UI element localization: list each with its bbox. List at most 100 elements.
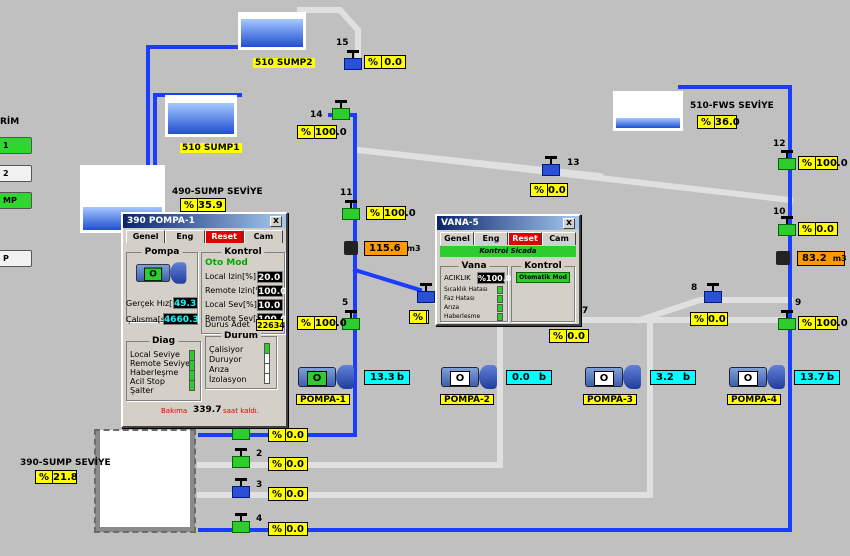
valve-12-number: 12 bbox=[773, 139, 786, 149]
remote-sev-label: Remote Sev[%] bbox=[205, 314, 267, 323]
local-izin-label: Local Izin[%] bbox=[205, 272, 256, 281]
vana-led bbox=[497, 286, 503, 294]
speed-label: Gerçek Hız[Hz] bbox=[126, 299, 186, 308]
valve-3-value: %0.0 bbox=[268, 487, 308, 501]
valve-8[interactable] bbox=[702, 283, 724, 305]
reset-button[interactable]: Reset bbox=[204, 230, 244, 243]
sidebar-button-4[interactable]: P bbox=[0, 250, 32, 267]
close-icon[interactable]: x bbox=[563, 217, 575, 229]
tank-510-sump1 bbox=[165, 95, 237, 137]
reset-button[interactable]: Reset bbox=[508, 232, 542, 245]
bakim-value: 339.7 bbox=[193, 405, 222, 415]
valve-9[interactable] bbox=[776, 310, 798, 332]
bakim-label: Bakıma bbox=[161, 407, 188, 415]
mode-text: Oto Mod bbox=[205, 258, 248, 268]
valve-14-number: 14 bbox=[310, 110, 323, 120]
valve-2[interactable] bbox=[230, 448, 252, 470]
valve-14[interactable] bbox=[330, 100, 352, 122]
pump-1[interactable]: O bbox=[298, 365, 358, 389]
valve-15-number: 15 bbox=[336, 38, 349, 48]
valve-13-value: %0.0 bbox=[530, 183, 568, 197]
tab-cam[interactable]: Cam bbox=[542, 232, 576, 245]
vana-group: Vana ACIKLIK %100.0 Sıcaklık Hatası Faz … bbox=[440, 261, 512, 322]
valve-7-number: 7 bbox=[582, 306, 589, 316]
local-sev-label: Local Sev[%] bbox=[205, 300, 257, 309]
valve-10-value: %0.0 bbox=[798, 222, 838, 236]
valve-11[interactable] bbox=[340, 200, 362, 222]
sidebar-title: RİM bbox=[0, 117, 19, 127]
diag-led bbox=[189, 380, 195, 391]
sidebar-button-2[interactable]: 2 bbox=[0, 165, 32, 182]
tab-genel[interactable]: Genel bbox=[440, 232, 474, 245]
speed-value: 49.3 bbox=[173, 297, 198, 309]
durus-adet-label: Durus Adet bbox=[205, 320, 250, 329]
pump-2[interactable]: O bbox=[441, 365, 501, 389]
valve-7-value: %0.0 bbox=[549, 329, 589, 343]
flow-meter-left-icon bbox=[344, 241, 358, 255]
valve-8-number: 8 bbox=[691, 283, 698, 293]
aciklik-value: %100.0 bbox=[477, 272, 512, 284]
pump-3[interactable]: O bbox=[585, 365, 645, 389]
durum-item: Çalisiyor bbox=[209, 345, 244, 354]
valve-12[interactable] bbox=[776, 150, 798, 172]
flow-meter-right-icon bbox=[776, 251, 790, 265]
close-icon[interactable]: x bbox=[270, 215, 282, 227]
diag-item: Acil Stop bbox=[130, 377, 165, 386]
work-value: 4660.3 bbox=[163, 313, 199, 325]
diag-item: Local Seviye bbox=[130, 350, 180, 359]
vana-item: Haberlesme bbox=[444, 313, 481, 320]
valve-5[interactable] bbox=[340, 310, 362, 332]
durum-led bbox=[264, 373, 270, 384]
valve-15[interactable] bbox=[342, 50, 364, 72]
valve-10-number: 10 bbox=[773, 207, 786, 217]
tab-genel[interactable]: Genel bbox=[126, 230, 166, 243]
tab-cam[interactable]: Cam bbox=[243, 230, 283, 243]
tab-eng[interactable]: Eng bbox=[165, 230, 205, 243]
tank-510-fws-label: 510-FWS SEVİYE bbox=[690, 101, 774, 111]
valve-1[interactable] bbox=[230, 420, 252, 442]
pump-2-label: POMPA-2 bbox=[440, 394, 494, 405]
valve-15-value: %0.0 bbox=[364, 55, 406, 69]
valve-13[interactable] bbox=[540, 156, 562, 178]
tank-510-fws bbox=[613, 91, 683, 131]
tank-510-sump1-label: 510 SUMP1 bbox=[180, 143, 242, 153]
valve-10[interactable] bbox=[776, 216, 798, 238]
valve-vana-5[interactable] bbox=[415, 283, 437, 305]
local-izin-value: 20.0 bbox=[257, 271, 283, 283]
vana-led bbox=[497, 295, 503, 303]
valve-4[interactable] bbox=[230, 513, 252, 535]
vana-led bbox=[497, 304, 503, 312]
sidebar-title-text: RİM bbox=[0, 117, 20, 127]
sidebar-button-3[interactable]: MP bbox=[0, 192, 32, 209]
valve-11-number: 11 bbox=[340, 188, 353, 198]
valve-14-value: %100.0 bbox=[297, 125, 347, 139]
valve-9-value: %100.0 bbox=[798, 316, 848, 330]
valve-11-value: %100.0 bbox=[366, 206, 416, 220]
pompa-group: Pompa O bbox=[126, 247, 198, 322]
sidebar-button-1[interactable]: 1 bbox=[0, 137, 32, 154]
diag-item: Şalter bbox=[130, 386, 154, 395]
pump-3-label: POMPA-3 bbox=[583, 394, 637, 405]
control-status-bar: Kontrol Sicada bbox=[440, 246, 576, 257]
valve-9-number: 9 bbox=[795, 298, 802, 308]
pump-4[interactable]: O bbox=[729, 365, 789, 389]
valve-12-value: %100.0 bbox=[798, 156, 848, 170]
durum-group: Durum Çalisiyor Duruyor Arıza İzolasyon bbox=[205, 331, 277, 389]
vana-led bbox=[497, 313, 503, 321]
valve-4-number: 4 bbox=[256, 514, 263, 524]
tab-eng[interactable]: Eng bbox=[474, 232, 508, 245]
valve-3[interactable] bbox=[230, 478, 252, 500]
remote-izin-value: 100.0 bbox=[257, 285, 287, 297]
bakim-unit: saat kaldı. bbox=[223, 407, 259, 415]
tank-390-sump-value: %21.8 bbox=[35, 470, 78, 484]
auto-mode-button[interactable]: Otomatik Mod bbox=[516, 272, 570, 283]
vana-kontrol-group: Kontrol Otomatik Mod bbox=[511, 261, 575, 322]
